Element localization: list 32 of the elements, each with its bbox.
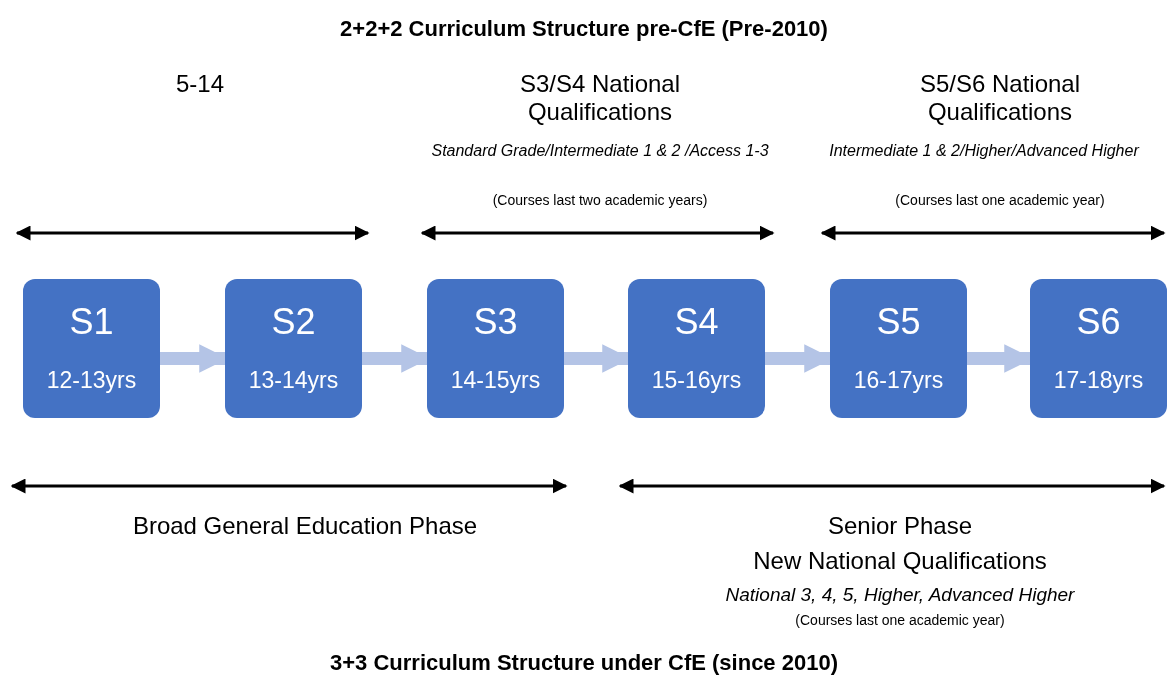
stage-name: S5 [875, 301, 922, 343]
stage-heading: 5-14 [174, 70, 225, 98]
age-range: 15-16yrs [650, 367, 743, 394]
course-list: Standard Grade/Intermediate 1 & 2 /Access 1-3 [430, 142, 770, 160]
stage-heading: S5/S6 National Qualifications [918, 70, 1082, 126]
caption: 3+3 Curriculum Structure under CfE (since 2010) [329, 650, 839, 676]
age-range: 16-17yrs [852, 367, 945, 394]
course-list: Intermediate 1 & 2/Higher/Advanced Higher [800, 142, 1168, 160]
stage-box [830, 279, 967, 418]
stage-heading: S3/S4 National Qualifications [518, 70, 682, 126]
course-list: National 3, 4, 5, Higher, Advanced Higher [660, 584, 1140, 606]
stage-name: S1 [68, 301, 115, 343]
age-range: 14-15yrs [449, 367, 542, 394]
note: (Courses last one academic year) [894, 192, 1106, 208]
stage-box [23, 279, 160, 418]
age-range: 13-14yrs [247, 367, 340, 394]
stage-box [427, 279, 564, 418]
age-range: 12-13yrs [45, 367, 138, 394]
phase-heading: New National Qualifications [752, 547, 1048, 575]
stage-name: S4 [673, 301, 720, 343]
stage-name: S3 [472, 301, 519, 343]
phase-heading: Senior Phase [826, 512, 974, 540]
stage-box [628, 279, 765, 418]
stage-box [1030, 279, 1167, 418]
note: (Courses last one academic year) [794, 612, 1006, 628]
phase-heading: Broad General Education Phase [131, 512, 479, 540]
note: (Courses last two academic years) [491, 192, 709, 208]
stage-name: S6 [1075, 301, 1122, 343]
stage-name: S2 [270, 301, 317, 343]
title: 2+2+2 Curriculum Structure pre-CfE (Pre-2010) [339, 16, 829, 42]
age-range: 17-18yrs [1052, 367, 1145, 394]
stage-box [225, 279, 362, 418]
